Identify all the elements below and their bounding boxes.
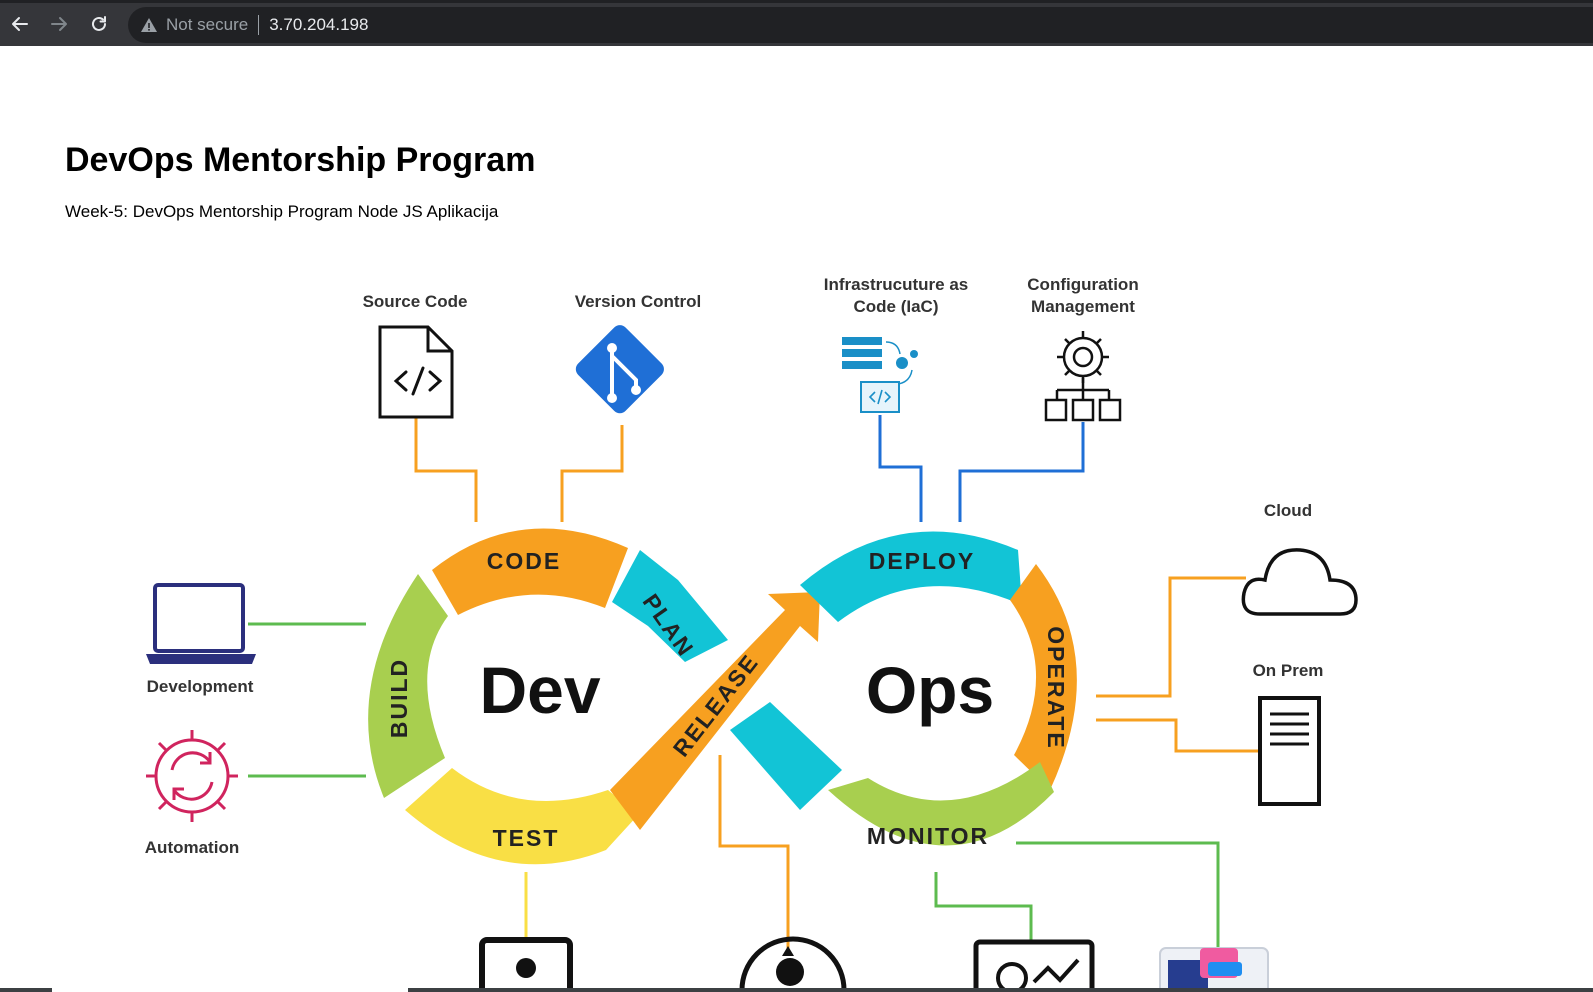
segment-deploy	[800, 531, 1022, 622]
connector-config-management	[958, 422, 1085, 522]
page-subtitle: Week-5: DevOps Mentorship Program Node J…	[65, 202, 499, 221]
infinity-loop	[368, 528, 1077, 865]
version-control-label: Version Control	[575, 292, 702, 311]
release-gear-icon	[739, 936, 847, 991]
connector-on-prem	[1096, 718, 1258, 753]
cloud-icon	[1241, 548, 1358, 616]
stage-test-label: TEST	[493, 825, 560, 851]
warning-triangle-icon[interactable]	[140, 16, 158, 34]
segment-code	[432, 528, 628, 615]
connector-cloud	[1096, 576, 1246, 698]
stage-operate-label: OPERATE	[1043, 626, 1069, 749]
url-text[interactable]: 3.70.204.198	[269, 15, 369, 34]
connector-version-control	[560, 425, 624, 522]
devops-infinity-diagram: CODE PLAN BUILD TEST RELEASE DEPLOY OPER…	[145, 275, 1358, 992]
server-icon	[1258, 696, 1321, 806]
reload-icon	[92, 16, 106, 31]
arrow-right-icon	[51, 17, 67, 31]
segment-test	[405, 768, 638, 865]
segment-monitor	[828, 762, 1054, 846]
security-status[interactable]: Not secure	[166, 15, 249, 34]
reload-button[interactable]	[84, 9, 114, 39]
segment-build	[368, 574, 448, 798]
config-label-line2: Management	[1031, 297, 1135, 316]
browser-toolbar: Not secure 3.70.204.198	[0, 0, 1593, 46]
horizontal-scrollbar[interactable]	[0, 988, 1593, 992]
address-bar[interactable]: Not secure 3.70.204.198	[128, 7, 1593, 43]
development-label: Development	[147, 677, 254, 696]
iac-label-line1: Infrastrucuture as	[824, 275, 969, 294]
automation-label: Automation	[145, 838, 239, 857]
dev-label: Dev	[479, 653, 600, 727]
scrollbar-thumb[interactable]	[52, 988, 408, 992]
app-screens-icon	[1159, 947, 1269, 992]
ops-label: Ops	[866, 653, 994, 727]
arrow-left-icon	[12, 17, 28, 31]
segment-operate	[1010, 564, 1077, 790]
testing-tool-icon	[479, 937, 573, 992]
automation-gear-icon	[146, 730, 238, 822]
connector-release-bottom	[718, 755, 790, 950]
stage-build-label: BUILD	[386, 658, 412, 738]
stage-deploy-label: DEPLOY	[869, 548, 976, 574]
page-title: DevOps Mentorship Program	[65, 141, 536, 179]
iac-server-code-icon	[842, 337, 918, 413]
monitoring-dashboard-icon	[973, 939, 1095, 992]
connector-source-code	[414, 418, 478, 522]
source-code-icon	[378, 325, 454, 419]
forward-button[interactable]	[44, 9, 74, 39]
iac-label-line2: Code (IaC)	[854, 297, 939, 316]
stage-code-label: CODE	[487, 548, 561, 574]
connector-monitor-bottom	[934, 872, 1033, 945]
git-icon	[575, 325, 664, 414]
segment-plan	[612, 550, 728, 662]
connector-monitor-right	[1016, 841, 1220, 950]
connector-lines	[248, 415, 1258, 950]
on-prem-label: On Prem	[1253, 661, 1324, 680]
connector-iac	[878, 415, 923, 522]
segment-crossing	[730, 702, 842, 810]
stage-monitor-label: MONITOR	[867, 823, 989, 849]
address-separator	[258, 15, 260, 35]
config-management-icon	[1044, 331, 1122, 422]
laptop-icon	[146, 583, 256, 664]
cloud-label: Cloud	[1264, 501, 1312, 520]
segment-release	[610, 592, 820, 830]
source-code-label: Source Code	[363, 292, 468, 311]
config-label-line1: Configuration	[1027, 275, 1138, 294]
back-button[interactable]	[5, 9, 35, 39]
